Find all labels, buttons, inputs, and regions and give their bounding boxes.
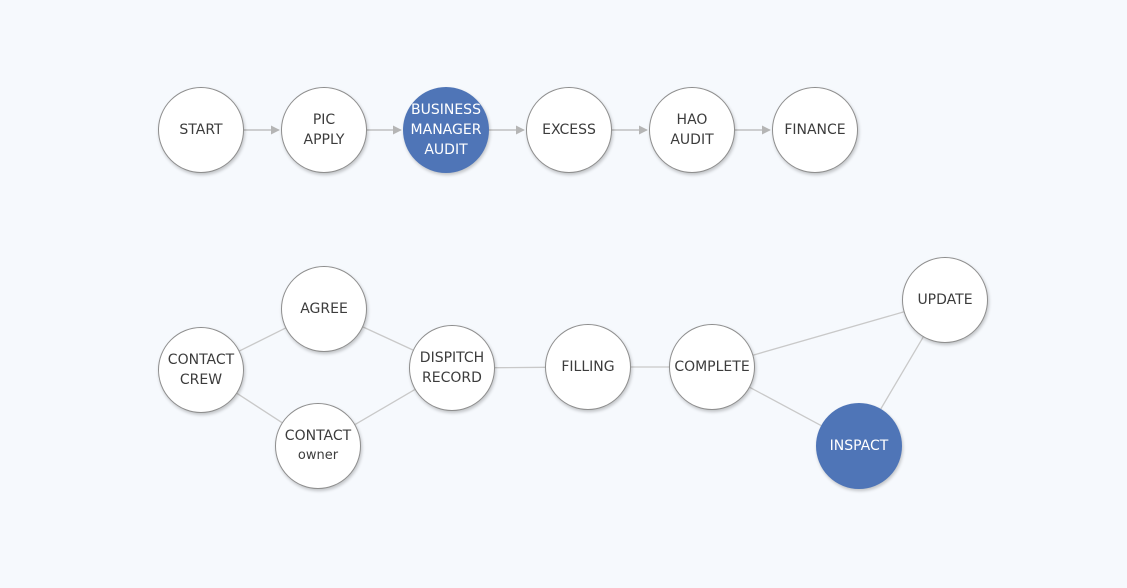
node-label: INSPACT [830, 436, 889, 456]
node-contact-owner[interactable]: CONTACT owner [275, 403, 361, 489]
node-label-line: FINANCE [784, 122, 846, 138]
node-label-line: APPLY [303, 132, 345, 148]
node-label: EXCESS [542, 120, 596, 140]
node-label-line: BUSINESS [411, 102, 481, 118]
connector-contact-crew-agree [239, 327, 286, 352]
connector-contact-crew-contact-owner [236, 392, 283, 424]
node-label-line: CONTACT [167, 352, 235, 368]
node-label: UPDATE [917, 290, 972, 310]
node-label: CONTACT owner [285, 426, 351, 466]
node-label-line: CREW [179, 372, 223, 388]
node-label: CONTACT CREW [168, 350, 234, 390]
node-label-line: CONTACT [284, 428, 352, 444]
node-pic-apply[interactable]: PIC APPLY [281, 87, 367, 173]
node-label-line: DISPITCH [419, 350, 485, 366]
connector-complete-update [753, 311, 904, 356]
node-dispitch-record[interactable]: DISPITCH RECORD [409, 325, 495, 411]
node-label-line: MANAGER [410, 122, 482, 138]
node-label-line: AUDIT [424, 142, 468, 158]
node-label-line: FILLING [561, 359, 615, 375]
node-label-line: EXCESS [542, 122, 596, 138]
node-label: AGREE [300, 299, 348, 319]
node-update[interactable]: UPDATE [902, 257, 988, 343]
node-label-line: INSPACT [829, 438, 889, 454]
node-label-line: RECORD [422, 370, 482, 386]
node-finance[interactable]: FINANCE [772, 87, 858, 173]
node-excess[interactable]: EXCESS [526, 87, 612, 173]
node-complete[interactable]: COMPLETE [669, 324, 755, 410]
node-contact-crew[interactable]: CONTACT CREW [158, 327, 244, 413]
node-label: FINANCE [784, 120, 845, 140]
node-filling[interactable]: FILLING [545, 324, 631, 410]
node-label-line: UPDATE [917, 292, 973, 308]
node-label: COMPLETE [674, 357, 749, 377]
node-label-line: AGREE [300, 301, 348, 317]
node-label-line: HAO [676, 112, 708, 128]
node-label: BUSINESS MANAGER AUDIT [411, 100, 482, 160]
node-business-manager-audit[interactable]: BUSINESS MANAGER AUDIT [403, 87, 489, 173]
node-inspact[interactable]: INSPACT [816, 403, 902, 489]
node-hao-audit[interactable]: HAO AUDIT [649, 87, 735, 173]
node-label: DISPITCH RECORD [420, 348, 484, 388]
node-label: HAO AUDIT [670, 110, 713, 150]
node-label-line: owner [297, 448, 339, 463]
node-label-line: START [179, 122, 223, 138]
node-label-line: AUDIT [670, 132, 714, 148]
node-label: PIC APPLY [304, 110, 345, 150]
connector-inspact-update [880, 336, 924, 410]
node-label-line: COMPLETE [674, 359, 750, 375]
node-label: FILLING [561, 357, 614, 377]
node-agree[interactable]: AGREE [281, 266, 367, 352]
connector-contact-owner-dispitch-record [354, 389, 416, 425]
node-start[interactable]: START [158, 87, 244, 173]
connector-agree-dispitch-record [362, 326, 414, 351]
connector-complete-inspact [749, 386, 822, 427]
node-label: START [179, 120, 222, 140]
node-label-line: PIC [312, 112, 336, 128]
